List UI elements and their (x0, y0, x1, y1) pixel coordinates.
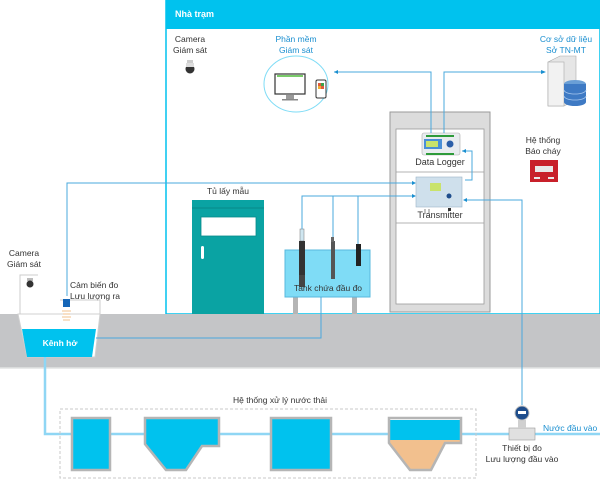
treatment-tank-4 (387, 416, 463, 472)
camera-station-icon (185, 60, 195, 74)
probe-tank-icon (284, 228, 371, 314)
sampler-label: Tủ lấy mẫu (206, 186, 250, 196)
data-logger-label: Data Logger (415, 157, 465, 167)
camera-outdoor-icon (26, 278, 34, 288)
treatment-tank-2 (143, 416, 221, 472)
inlet-water-label: Nước đầu vào (543, 423, 598, 433)
transmitter-label: Transmitter (417, 210, 463, 220)
ground (0, 314, 600, 368)
flow-out-sensor-icon (62, 299, 71, 321)
transmitter-icon (415, 176, 463, 213)
treatment-system-label: Hệ thống xử lý nước thải (233, 395, 327, 405)
database-label: Cơ sở dữ liệu Sở TN-MT (539, 34, 593, 55)
treatment-system-box (59, 408, 477, 479)
software-monitor-icon (263, 55, 329, 113)
flow-in-meter-icon (508, 405, 536, 441)
treatment-tank-1 (70, 416, 112, 472)
open-channel-water (22, 329, 96, 357)
station-title: Nhà trạm (175, 9, 215, 19)
sampler-cabinet-icon (192, 200, 264, 314)
connection-lines (66, 71, 542, 405)
control-cabinet (389, 111, 491, 313)
open-channel-label: Kênh hở (42, 338, 78, 348)
camera-station-label: Camera Giám sát (173, 34, 208, 55)
flow-out-sensor-label: Cảm biến đo Lưu lượng ra (70, 280, 121, 301)
treatment-tank-3 (269, 416, 333, 472)
fire-alarm-icon (530, 160, 558, 182)
flow-in-device-label: Thiết bị đo Lưu lượng đầu vào (485, 443, 559, 464)
tank-label: Tank chứa đầu đo (293, 283, 363, 293)
database-server-icon (547, 55, 587, 107)
fire-alarm-label: Hệ thống Báo cháy (525, 135, 561, 156)
data-logger-icon (421, 132, 461, 156)
station-header-bar (166, 0, 600, 29)
software-label: Phần mềm Giám sát (275, 34, 317, 55)
camera-outdoor-label: Camera Giám sát (6, 248, 41, 269)
